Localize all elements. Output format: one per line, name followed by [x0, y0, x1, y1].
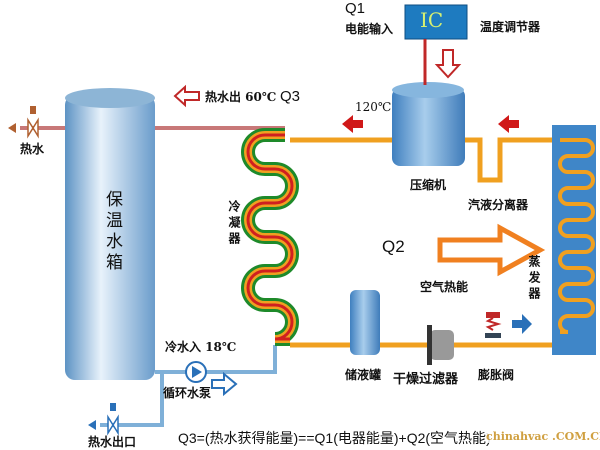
watermark: chinahvac .COM.CN [486, 430, 600, 443]
ic-label: IC [420, 8, 444, 32]
compressor-label: 压缩机 [410, 178, 447, 192]
refrigerant-pipe [290, 137, 560, 348]
power-input-label: 电能输入 [345, 22, 394, 36]
q3-label: Q3 [280, 88, 301, 105]
evaporator-label: 蒸发器 [527, 255, 541, 303]
thermostat-label: 温度调节器 [480, 20, 541, 34]
hot-water-valve-icon [8, 106, 39, 139]
outlet-valve-icon [88, 403, 119, 436]
energy-in-arrow-icon [434, 49, 462, 79]
receiver-label: 储液罐 [345, 368, 382, 382]
hot-water-label: 热水 [20, 142, 45, 156]
expansion-valve-label: 膨胀阀 [478, 368, 515, 382]
receiver-tank [350, 290, 380, 355]
hot-outlet-label: 热水出口 [88, 435, 137, 449]
ic-controller [404, 4, 468, 40]
filter-label: 干燥过滤器 [393, 372, 459, 387]
air-heat-label: 空气热能 [420, 280, 469, 294]
flow-arrow-icon [498, 115, 519, 133]
pump-label: 循环水泵 [163, 386, 212, 400]
compressor [392, 82, 465, 166]
water-out-arrow-icon [211, 371, 238, 397]
temp-120-label: 120℃ [355, 100, 392, 114]
hot-out-label: 热水出 60℃ [205, 90, 277, 104]
formula: Q3=(热水获得能量)==Q1(电器能量)+Q2(空气热能) [178, 430, 491, 446]
cold-in-label: 冷水入 18℃ [165, 340, 237, 354]
q2-label: Q2 [382, 237, 405, 256]
hot-out-arrow-icon [173, 84, 200, 108]
q1-label: Q1 [345, 0, 366, 17]
dryer-filter [427, 325, 454, 365]
storage-tank [65, 88, 155, 380]
circulation-pump-icon [185, 361, 207, 383]
tank-label: 保温水箱 [102, 190, 122, 274]
evaporator-coil [558, 138, 595, 334]
expansion-valve [485, 312, 502, 338]
condenser-coil [241, 128, 299, 346]
air-heat-arrow-icon [437, 223, 546, 277]
condenser-label: 冷凝器 [227, 200, 241, 248]
separator-label: 汽液分离器 [468, 198, 529, 212]
flow-arrow-icon [512, 314, 532, 334]
flow-arrow-icon [342, 115, 363, 133]
